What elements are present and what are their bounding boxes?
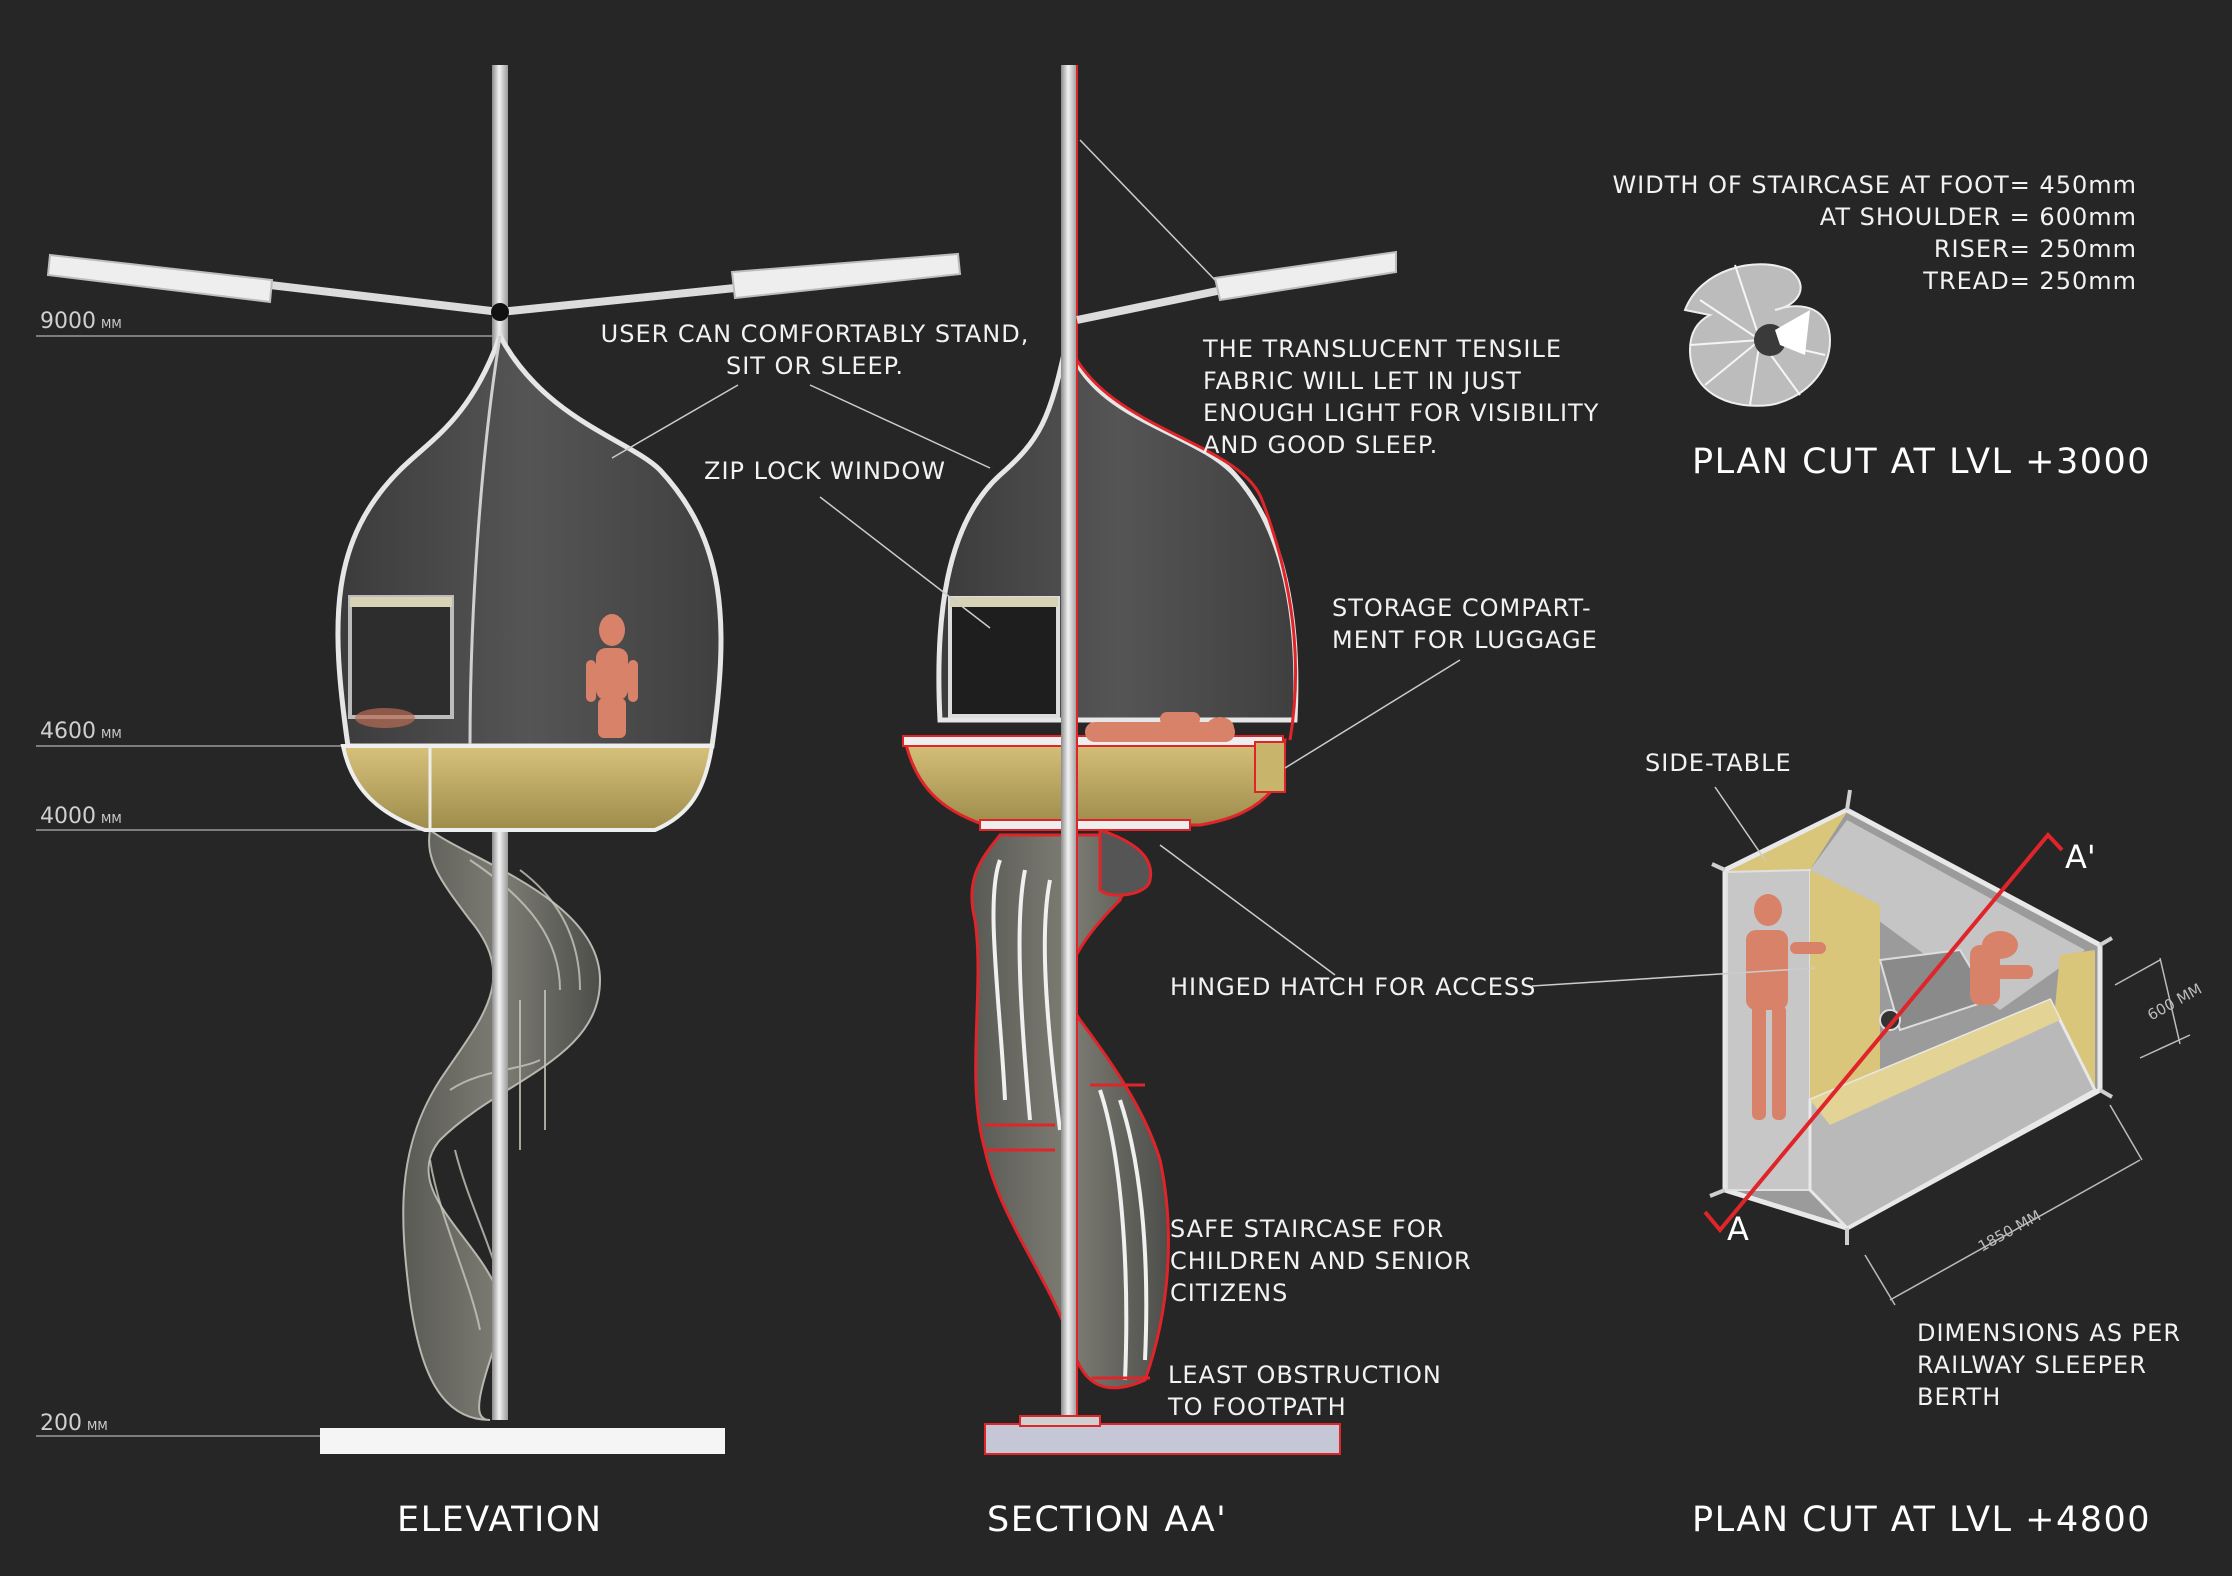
- elevation-drawing: [36, 65, 962, 1454]
- annotation-dimensions-note: DIMENSIONS AS PER RAILWAY SLEEPER BERTH: [1917, 1317, 2181, 1413]
- level-unit: MM: [87, 1419, 108, 1433]
- section-mark-a-prime: A': [2065, 838, 2096, 876]
- spec-line: WIDTH OF STAIRCASE AT FOOT= 450mm: [1612, 171, 2137, 199]
- plan-3000-drawing: [1683, 263, 1832, 407]
- annotation-line: SIT OR SLEEP.: [725, 352, 905, 380]
- leader-side-table: [1714, 786, 1766, 861]
- level-unit: MM: [101, 317, 122, 331]
- leader-zip: [819, 496, 991, 629]
- annotation-hinged-hatch: HINGED HATCH FOR ACCESS: [1170, 973, 1537, 1001]
- annotation-line: TO FOOTPATH: [1168, 1393, 1347, 1421]
- plan-standing-figure: [1746, 894, 1826, 1120]
- spec-line: AT SHOULDER = 600mm: [1819, 203, 2137, 231]
- annotation-line: STORAGE COMPART-: [1332, 594, 1592, 622]
- level-label-4000: 4000 MM: [40, 804, 122, 829]
- staircase-spec: WIDTH OF STAIRCASE AT FOOT= 450mm AT SHO…: [1560, 169, 2137, 297]
- title-section-aa: SECTION AA': [987, 1500, 1228, 1540]
- plan-4800-drawing: [1703, 789, 2191, 1306]
- spec-line: RISER= 250mm: [1933, 235, 2137, 263]
- leader-user-section: [809, 384, 991, 469]
- annotation-least-obstruction: LEAST OBSTRUCTION TO FOOTPATH: [1168, 1359, 1442, 1423]
- level-unit: MM: [101, 727, 122, 741]
- annotation-line: RAILWAY SLEEPER: [1917, 1351, 2147, 1379]
- spec-line: TREAD= 250mm: [1923, 267, 2137, 295]
- annotation-line: DIMENSIONS AS PER: [1917, 1319, 2181, 1347]
- elevation-street-lamp: [46, 252, 962, 321]
- level-label-9000: 9000 MM: [40, 309, 122, 334]
- title-plan-3000: PLAN CUT AT LVL +3000: [1692, 442, 2152, 482]
- leader-user-elevation: [611, 384, 739, 459]
- plan-side-table: [1727, 812, 1847, 872]
- leader-lines: [611, 139, 1816, 987]
- annotation-line: MENT FOR LUGGAGE: [1332, 626, 1598, 654]
- annotation-line: BERTH: [1917, 1383, 2002, 1411]
- annotation-safe-staircase: SAFE STAIRCASE FOR CHILDREN AND SENIOR C…: [1170, 1213, 1472, 1309]
- section-line-aa: [1703, 831, 2064, 1234]
- section-street-lamp: [1076, 250, 1397, 324]
- annotation-storage: STORAGE COMPART- MENT FOR LUGGAGE: [1332, 592, 1598, 656]
- section-pole: [1061, 65, 1077, 1420]
- elevation-base-slab: [320, 1428, 725, 1454]
- level-unit: MM: [101, 812, 122, 826]
- leader-fabric: [1079, 139, 1216, 281]
- section-sleeping-figure: [1085, 712, 1235, 742]
- leader-hatch-plan: [1531, 967, 1816, 987]
- elevation-human-figure: [586, 614, 638, 738]
- level-value: 200: [40, 1411, 82, 1436]
- leader-storage: [1284, 659, 1461, 769]
- level-value: 9000: [40, 309, 96, 334]
- elevation-zip-window: [348, 595, 454, 719]
- section-mark-a: A: [1727, 1210, 1749, 1248]
- elevation-staircase: [402, 828, 602, 1421]
- annotation-line: SAFE STAIRCASE FOR: [1170, 1215, 1445, 1243]
- annotation-line: THE TRANSLUCENT TENSILE: [1203, 335, 1562, 363]
- section-base-slab: [984, 1423, 1341, 1455]
- annotation-line: CHILDREN AND SENIOR: [1170, 1247, 1472, 1275]
- annotation-line: LEAST OBSTRUCTION: [1168, 1361, 1442, 1389]
- level-label-4600: 4600 MM: [40, 719, 122, 744]
- section-floor-platform: [903, 738, 1287, 827]
- title-plan-4800: PLAN CUT AT LVL +4800: [1692, 1500, 2152, 1540]
- annotation-line: AND GOOD SLEEP.: [1203, 431, 1439, 459]
- leader-hatch: [1159, 844, 1336, 976]
- annotation-line: USER CAN COMFORTABLY STAND,: [600, 320, 1030, 348]
- section-storage-compartment: [1254, 741, 1286, 793]
- annotation-user-comfort: USER CAN COMFORTABLY STAND, SIT OR SLEEP…: [600, 318, 1030, 382]
- annotation-tensile-fabric: THE TRANSLUCENT TENSILE FABRIC WILL LET …: [1203, 333, 1599, 461]
- level-value: 4000: [40, 804, 96, 829]
- annotation-line: ENOUGH LIGHT FOR VISIBILITY: [1203, 399, 1600, 427]
- elevation-floor-tub: [340, 744, 715, 832]
- annotation-side-table: SIDE-TABLE: [1645, 749, 1792, 777]
- annotation-line: CITIZENS: [1170, 1279, 1289, 1307]
- level-label-200: 200 MM: [40, 1411, 108, 1436]
- title-elevation: ELEVATION: [397, 1500, 603, 1540]
- section-drawing: [902, 65, 1397, 1455]
- plan-crouching-figure: [1970, 931, 2033, 1005]
- annotation-zip-window: ZIP LOCK WINDOW: [704, 457, 947, 485]
- level-value: 4600: [40, 719, 96, 744]
- annotation-line: FABRIC WILL LET IN JUST: [1203, 367, 1522, 395]
- section-zip-window: [948, 596, 1060, 718]
